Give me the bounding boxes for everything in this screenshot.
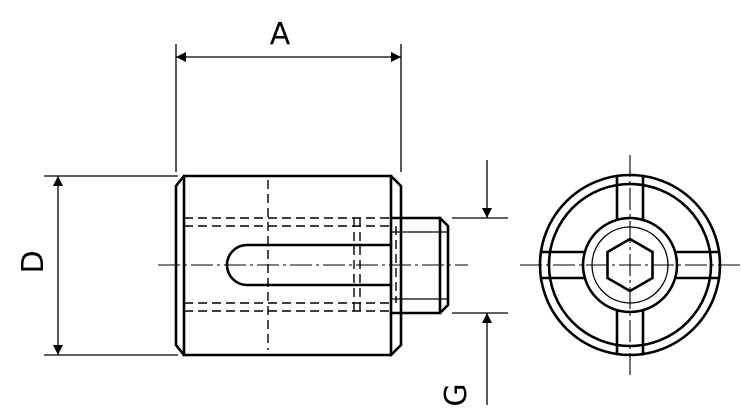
screw-outer-circle (581, 216, 679, 314)
side-view (158, 174, 468, 357)
dimension-label-a: A (270, 17, 291, 52)
dimension-d: D (16, 175, 178, 356)
dimension-g: G (439, 160, 508, 407)
cross-slots (539, 174, 721, 356)
dimension-label-d: D (16, 250, 51, 273)
dimension-label-g: G (439, 383, 474, 406)
dimension-a: A (175, 17, 402, 172)
end-view (520, 155, 740, 375)
